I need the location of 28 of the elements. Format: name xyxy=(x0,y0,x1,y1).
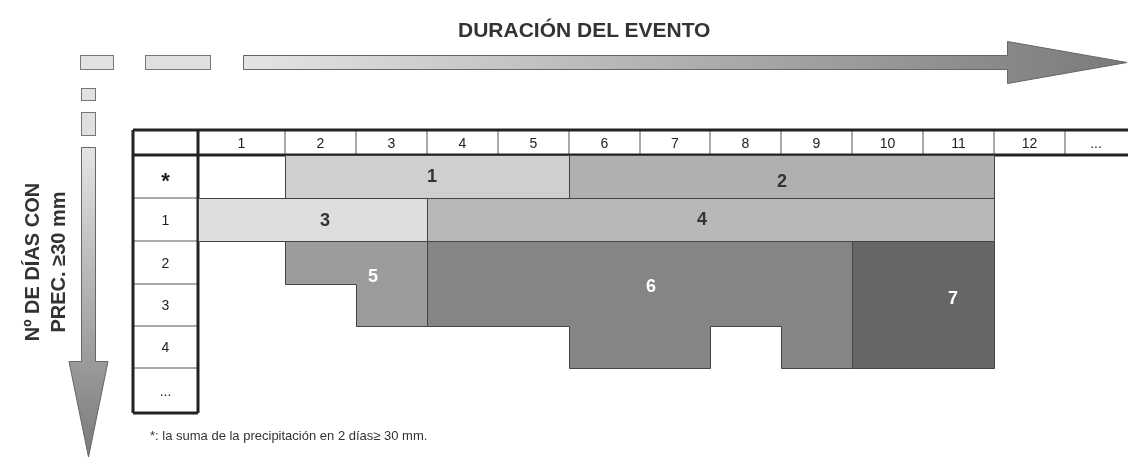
column-header: ... xyxy=(1090,136,1102,150)
region-number: 7 xyxy=(948,289,958,307)
axis-title: DURACIÓN DEL EVENTO xyxy=(458,17,711,43)
column-header: 12 xyxy=(1021,136,1038,150)
event-region xyxy=(852,241,995,369)
column-header: 6 xyxy=(600,136,609,150)
row-header: 3 xyxy=(161,298,170,312)
row-header: 2 xyxy=(161,255,170,270)
event-region xyxy=(427,241,853,369)
region-number: 5 xyxy=(368,267,378,285)
event-region xyxy=(198,198,428,242)
column-header: 1 xyxy=(237,136,246,150)
footnote: *: la suma de la precipitación en 2 días≥ 30 mm. xyxy=(150,427,428,445)
region-number: 6 xyxy=(646,277,656,295)
event-region xyxy=(427,198,995,242)
event-region xyxy=(285,241,428,327)
event-region xyxy=(285,155,570,199)
row-header: 4 xyxy=(161,340,170,354)
axis-title: Nº DE DÍAS CON PREC. ≥30 mm xyxy=(20,181,70,344)
row-header: 1 xyxy=(161,212,170,227)
region-number: 3 xyxy=(320,211,330,229)
column-header: 5 xyxy=(529,136,538,150)
region-number: 1 xyxy=(427,167,437,185)
row-header: ... xyxy=(159,383,172,398)
region-number: 2 xyxy=(777,172,787,190)
row-header: * xyxy=(161,169,170,192)
region-number: 4 xyxy=(697,210,707,228)
event-region xyxy=(569,155,995,199)
